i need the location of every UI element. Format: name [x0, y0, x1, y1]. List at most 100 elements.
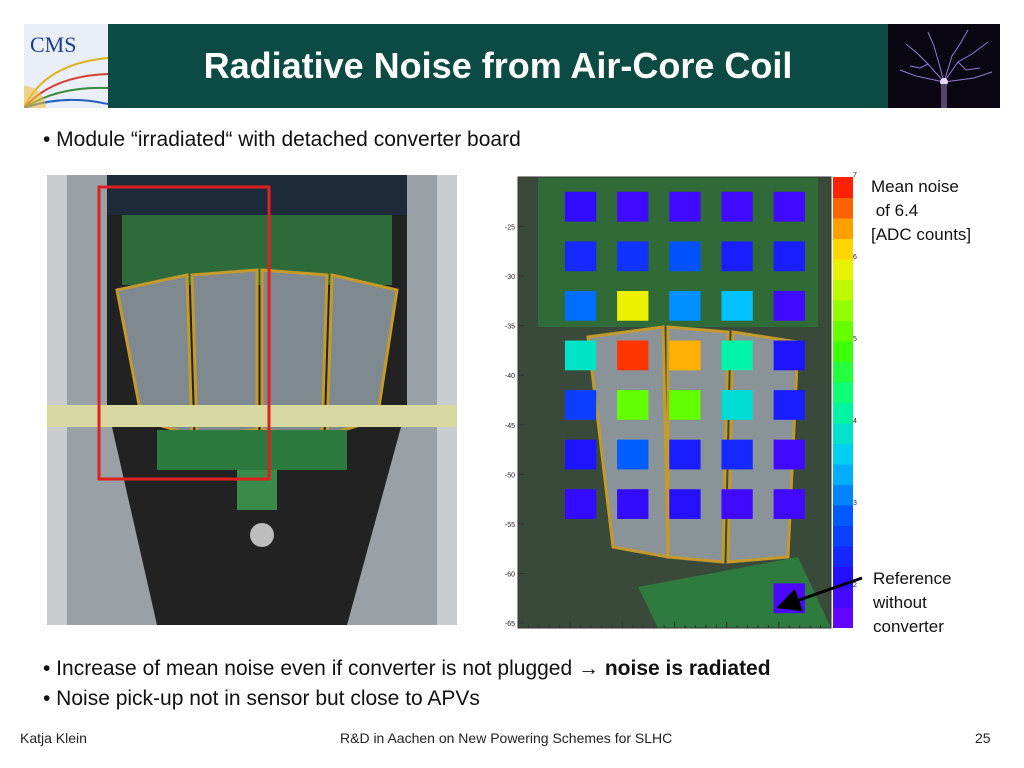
- heatmap-cell: [669, 489, 701, 519]
- reference-line-3: converter: [873, 617, 944, 636]
- reference-line-2: without: [873, 593, 927, 612]
- heatmap-cell: [721, 290, 753, 321]
- footer-page-number: 25: [975, 730, 991, 746]
- colorbar-segment: [833, 607, 853, 628]
- heatmap-cell: [773, 191, 805, 222]
- module-photo-image: [47, 175, 457, 625]
- bullet-module-irradiated: • Module “irradiated“ with detached conv…: [43, 128, 521, 151]
- colorbar-segment: [833, 382, 853, 403]
- heatmap-cell: [721, 390, 753, 420]
- heatmap-cell: [617, 290, 649, 321]
- bullet-noise-radiated: • Increase of mean noise even if convert…: [43, 657, 771, 681]
- heatmap-cell: [617, 439, 649, 470]
- y-tick-label: -25: [505, 225, 515, 232]
- title-bar: [24, 24, 1000, 108]
- mean-noise-line-3: [ADC counts]: [871, 225, 972, 244]
- heatmap-cell: [564, 241, 597, 272]
- y-tick-label: -35: [505, 324, 515, 331]
- y-tick-label: -30: [505, 274, 515, 281]
- colorbar-segment: [833, 361, 853, 383]
- cms-logo-text: CMS: [30, 32, 77, 57]
- colorbar-segment: [833, 423, 853, 444]
- colorbar-segment: [833, 505, 853, 526]
- heatmap-cell: [564, 390, 597, 420]
- heatmap-cell: [617, 489, 649, 519]
- heatmap-cell: [617, 340, 649, 371]
- colorbar-tick-label: 7: [853, 172, 857, 179]
- colorbar-labels: 2 3 4 5 6 7: [853, 172, 865, 628]
- reference-arrow: [776, 576, 863, 612]
- heatmap-cell: [669, 290, 701, 321]
- colorbar-segment: [833, 300, 853, 321]
- colorbar-tick-label: 4: [853, 418, 857, 425]
- heatmap-cell: [721, 439, 753, 470]
- y-tick-label: -65: [505, 621, 515, 628]
- cms-logo-graphic: [24, 57, 108, 108]
- module-photo: [47, 175, 457, 625]
- tesla-coil-image: [899, 29, 993, 108]
- colorbar-segment: [833, 259, 853, 280]
- heatmap-cell: [617, 191, 649, 222]
- y-tick-label: -55: [505, 522, 515, 529]
- heatmap-cell: [721, 489, 753, 519]
- y-tick-label: -60: [505, 571, 515, 578]
- colorbar-tick-label: 3: [853, 500, 857, 507]
- reference-line-1: Reference: [873, 569, 952, 588]
- heatmap-cell: [564, 439, 597, 470]
- colorbar-segment: [833, 218, 853, 239]
- reference-note: Reference without converter: [873, 567, 951, 639]
- heatmap-cell: [564, 191, 597, 222]
- colorbar-segment: [833, 402, 853, 424]
- noise-colorbar: [833, 177, 853, 628]
- heatmap-cell: [721, 191, 753, 222]
- heatmap-cell: [564, 340, 597, 371]
- heatmap-cell: [773, 390, 805, 420]
- mean-noise-note: Mean noise of 6.4 [ADC counts]: [871, 175, 971, 247]
- heatmap-cell: [773, 340, 805, 371]
- footer-author: Katja Klein: [20, 730, 87, 746]
- colorbar-segment: [833, 546, 853, 567]
- mean-noise-line-2: of 6.4: [871, 201, 919, 220]
- heatmap-cell: [773, 241, 805, 272]
- heatmap-cell: [669, 439, 701, 470]
- heatmap-cell: [669, 191, 701, 222]
- colorbar-segment: [833, 177, 853, 198]
- colorbar-segment: [833, 443, 853, 465]
- heatmap-cell: [669, 241, 701, 272]
- heatmap-cell: [669, 340, 701, 371]
- colorbar-segment: [833, 320, 853, 342]
- colorbar-segment: [833, 197, 853, 219]
- heatmap-cell: [564, 489, 597, 519]
- bullet-noise-radiated-text: • Increase of mean noise even if convert…: [43, 657, 605, 680]
- colorbar-segment: [833, 238, 853, 260]
- heatmap-cell: [773, 489, 805, 519]
- footer-talk-title: R&D in Aachen on New Powering Schemes fo…: [340, 730, 673, 746]
- colorbar-tick-label: 2: [853, 582, 857, 589]
- tesla-coil-photo: [888, 24, 1000, 108]
- colorbar-tick-label: 6: [853, 254, 857, 261]
- mean-noise-line-1: Mean noise: [871, 177, 959, 196]
- heatmap-cell: [564, 290, 597, 321]
- noise-heatmap: -25-30-35-40-45-50-55-60-6551015202530: [505, 176, 832, 629]
- cms-logo: CMS: [24, 24, 108, 108]
- heatmap-cell: [669, 390, 701, 420]
- y-tick-label: -45: [505, 423, 515, 430]
- y-tick-label: -40: [505, 373, 515, 380]
- y-tick-label: -50: [505, 472, 515, 479]
- colorbar-segment: [833, 484, 853, 506]
- heatmap-cell: [773, 290, 805, 321]
- bullet-noise-pickup: • Noise pick-up not in sensor but close …: [43, 687, 480, 710]
- bullet-noise-radiated-bold: noise is radiated: [604, 657, 771, 680]
- heatmap-cell: [617, 241, 649, 272]
- heatmap-cell: [721, 241, 753, 272]
- heatmap-cell: [617, 390, 649, 420]
- heatmap-cell: [773, 439, 805, 470]
- colorbar-tick-label: 5: [853, 336, 857, 343]
- colorbar-segment: [833, 525, 853, 547]
- colorbar-segment: [833, 464, 853, 485]
- heatmap-cell: [721, 340, 753, 371]
- colorbar-segment: [833, 341, 853, 362]
- slide-title: Radiative Noise from Air-Core Coil: [203, 45, 793, 86]
- colorbar-segment: [833, 587, 853, 608]
- colorbar-segment: [833, 279, 853, 301]
